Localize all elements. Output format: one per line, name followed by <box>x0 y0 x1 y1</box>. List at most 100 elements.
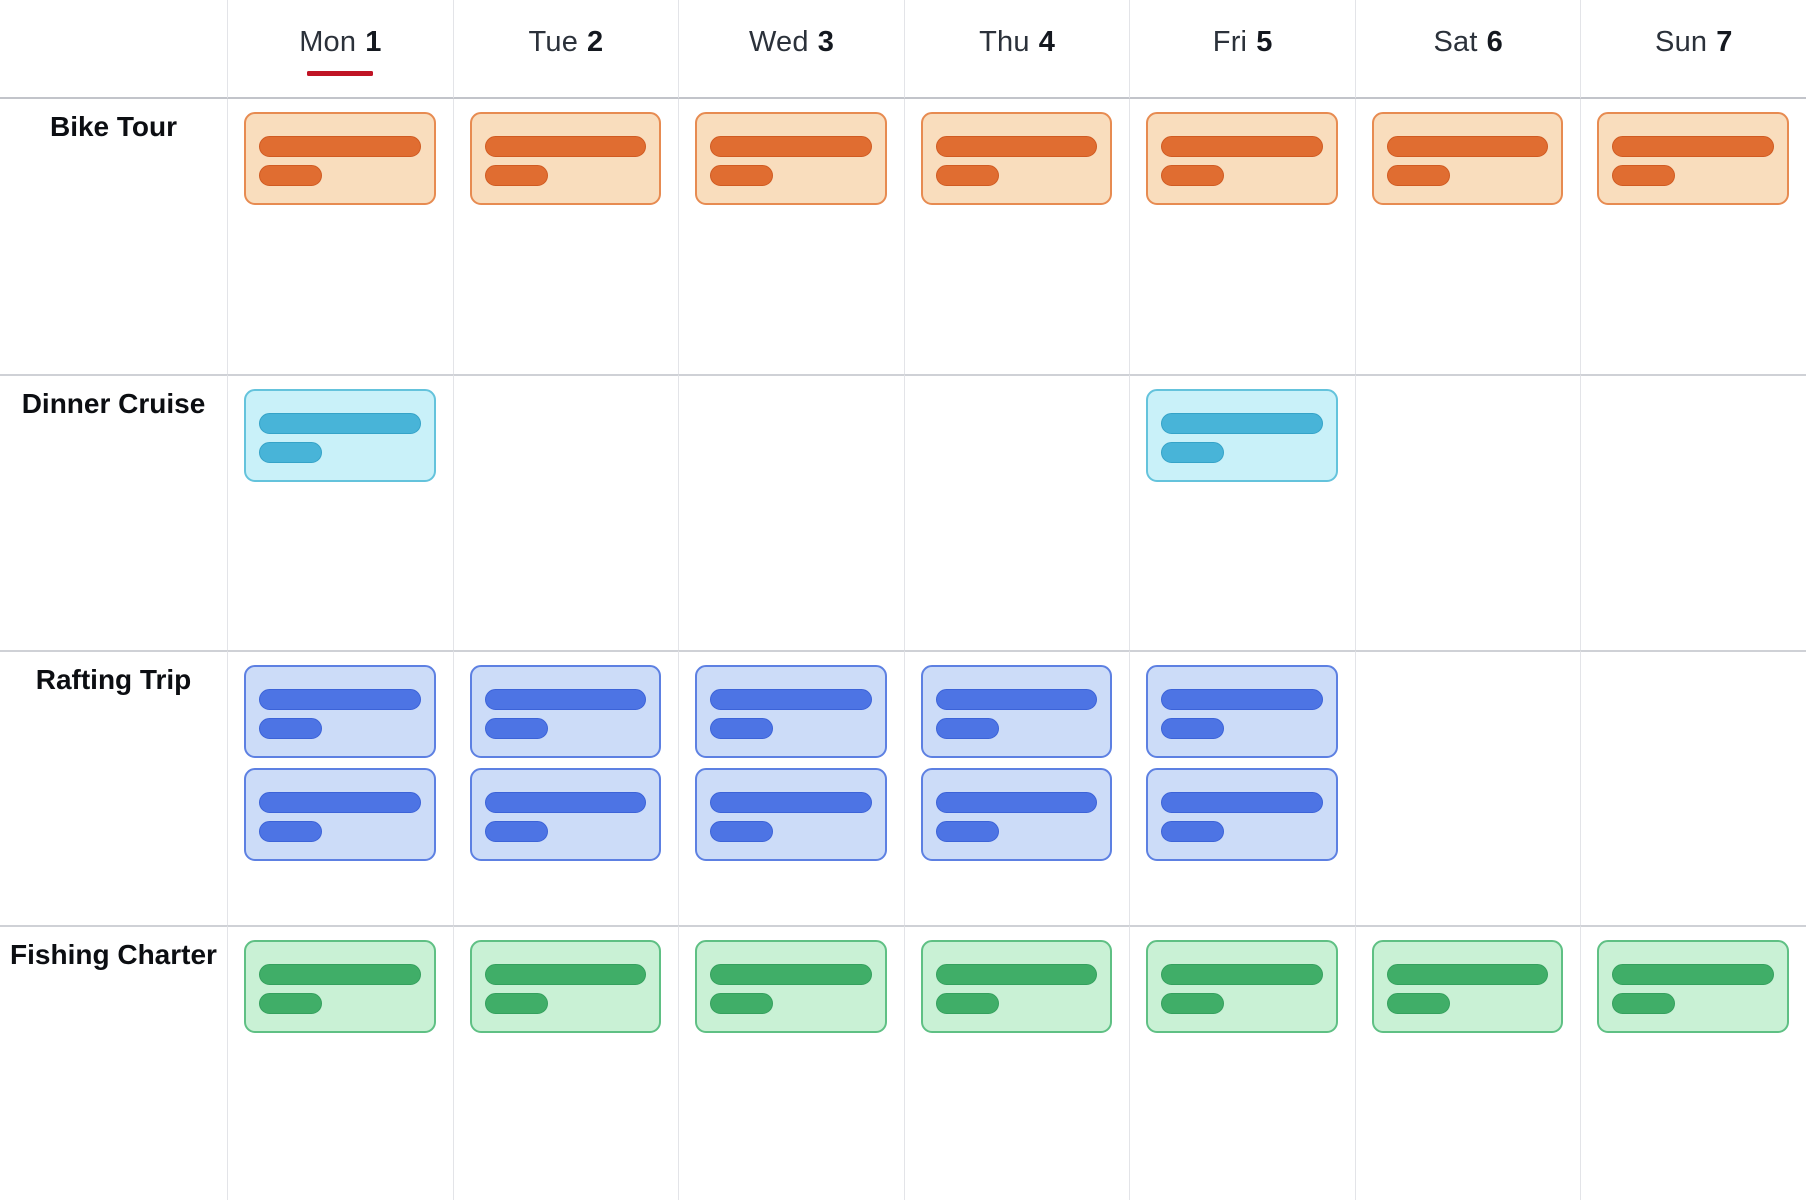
corner-cell <box>0 0 227 99</box>
cell-fishing-charter-thu[interactable] <box>903 924 1130 1200</box>
day-name-label: Wed <box>748 26 809 58</box>
event-card-rafting-trip[interactable] <box>695 664 887 758</box>
event-card-rafting-trip[interactable] <box>1146 767 1338 861</box>
day-header-thu: Thu 4 <box>903 0 1130 99</box>
event-time-skeleton-bar <box>710 717 774 739</box>
event-title-skeleton-bar <box>484 791 647 813</box>
cell-bike-tour-mon[interactable] <box>227 99 453 375</box>
resource-label-rafting-trip: Rafting Trip <box>0 649 227 925</box>
cell-dinner-cruise-tue[interactable] <box>452 374 679 650</box>
event-card-fishing-charter[interactable] <box>695 939 887 1033</box>
day-number-label: 1 <box>365 26 382 58</box>
event-title-skeleton-bar <box>484 688 647 710</box>
cell-bike-tour-tue[interactable] <box>452 99 679 375</box>
event-card-fishing-charter[interactable] <box>920 939 1113 1033</box>
cell-dinner-cruise-thu[interactable] <box>903 374 1130 650</box>
event-time-skeleton-bar <box>710 820 774 842</box>
cell-bike-tour-thu[interactable] <box>903 99 1130 375</box>
event-time-skeleton-bar <box>1612 992 1676 1014</box>
event-card-dinner-cruise[interactable] <box>244 389 436 483</box>
cell-rafting-trip-sat[interactable] <box>1354 649 1581 925</box>
event-time-skeleton-bar <box>710 992 774 1014</box>
cell-fishing-charter-sat[interactable] <box>1354 924 1581 1200</box>
resource-label-bike-tour: Bike Tour <box>0 99 227 374</box>
event-time-skeleton-bar <box>1386 165 1450 186</box>
event-card-rafting-trip[interactable] <box>469 767 662 861</box>
event-card-rafting-trip[interactable] <box>920 767 1113 861</box>
event-card-rafting-trip[interactable] <box>469 664 662 758</box>
event-card-dinner-cruise[interactable] <box>1146 389 1338 483</box>
event-title-skeleton-bar <box>935 791 1098 813</box>
event-card-rafting-trip[interactable] <box>695 767 887 861</box>
event-card-rafting-trip[interactable] <box>920 664 1113 758</box>
cell-rafting-trip-wed[interactable] <box>678 649 904 925</box>
event-title-skeleton-bar <box>1161 413 1323 435</box>
day-name-label: Sun <box>1655 26 1708 58</box>
event-title-skeleton-bar <box>259 136 421 157</box>
cell-bike-tour-fri[interactable] <box>1129 99 1355 375</box>
cell-dinner-cruise-fri[interactable] <box>1129 374 1355 650</box>
event-title-skeleton-bar <box>259 688 421 710</box>
cell-dinner-cruise-wed[interactable] <box>678 374 904 650</box>
cell-rafting-trip-mon[interactable] <box>227 649 453 925</box>
event-card-bike-tour[interactable] <box>1146 112 1338 205</box>
event-card-bike-tour[interactable] <box>1371 112 1564 205</box>
event-title-skeleton-bar <box>484 963 647 985</box>
day-name-label: Thu <box>979 26 1030 58</box>
cell-dinner-cruise-mon[interactable] <box>227 374 453 650</box>
cell-rafting-trip-thu[interactable] <box>903 649 1130 925</box>
resource-label-text: Bike Tour <box>49 111 178 142</box>
day-header-wed: Wed 3 <box>678 0 904 99</box>
event-time-skeleton-bar <box>259 165 322 186</box>
event-card-fishing-charter[interactable] <box>1371 939 1564 1033</box>
cell-dinner-cruise-sat[interactable] <box>1354 374 1581 650</box>
event-card-fishing-charter[interactable] <box>244 939 436 1033</box>
event-card-fishing-charter[interactable] <box>1597 939 1789 1033</box>
event-title-skeleton-bar <box>935 136 1098 157</box>
event-title-skeleton-bar <box>710 136 872 157</box>
event-card-bike-tour[interactable] <box>469 112 662 205</box>
cell-fishing-charter-mon[interactable] <box>227 924 453 1200</box>
event-card-rafting-trip[interactable] <box>244 767 436 861</box>
event-card-bike-tour[interactable] <box>695 112 887 205</box>
cell-rafting-trip-tue[interactable] <box>452 649 679 925</box>
cell-fishing-charter-wed[interactable] <box>678 924 904 1200</box>
cell-bike-tour-sat[interactable] <box>1354 99 1581 375</box>
event-title-skeleton-bar <box>710 963 872 985</box>
day-number-label: 5 <box>1256 26 1273 58</box>
day-number-label: 6 <box>1486 26 1503 58</box>
event-card-fishing-charter[interactable] <box>1146 939 1338 1033</box>
cell-bike-tour-sun[interactable] <box>1580 99 1806 375</box>
cell-rafting-trip-fri[interactable] <box>1129 649 1355 925</box>
cell-fishing-charter-tue[interactable] <box>452 924 679 1200</box>
cell-dinner-cruise-sun[interactable] <box>1580 374 1806 650</box>
day-number-label: 4 <box>1038 26 1055 58</box>
event-card-bike-tour[interactable] <box>1597 112 1789 205</box>
event-card-bike-tour[interactable] <box>920 112 1113 205</box>
cell-fishing-charter-fri[interactable] <box>1129 924 1355 1200</box>
event-time-skeleton-bar <box>484 992 548 1014</box>
resource-label-fishing-charter: Fishing Charter <box>0 924 227 1200</box>
cell-rafting-trip-sun[interactable] <box>1580 649 1806 925</box>
event-card-fishing-charter[interactable] <box>469 939 662 1033</box>
event-time-skeleton-bar <box>484 165 548 186</box>
day-name-label: Mon <box>299 26 357 58</box>
event-time-skeleton-bar <box>1161 165 1225 186</box>
day-header-tue: Tue 2 <box>452 0 679 99</box>
event-time-skeleton-bar <box>1161 442 1225 464</box>
event-time-skeleton-bar <box>1161 992 1225 1014</box>
cell-bike-tour-wed[interactable] <box>678 99 904 375</box>
event-time-skeleton-bar <box>935 717 999 739</box>
event-title-skeleton-bar <box>1612 963 1774 985</box>
event-card-rafting-trip[interactable] <box>244 664 436 758</box>
event-title-skeleton-bar <box>1161 963 1323 985</box>
day-name-label: Sat <box>1433 26 1478 58</box>
event-title-skeleton-bar <box>1161 136 1323 157</box>
cell-fishing-charter-sun[interactable] <box>1580 924 1806 1200</box>
day-number-label: 2 <box>587 26 604 58</box>
event-time-skeleton-bar <box>935 992 999 1014</box>
event-card-bike-tour[interactable] <box>244 112 436 205</box>
event-title-skeleton-bar <box>710 791 872 813</box>
event-card-rafting-trip[interactable] <box>1146 664 1338 758</box>
